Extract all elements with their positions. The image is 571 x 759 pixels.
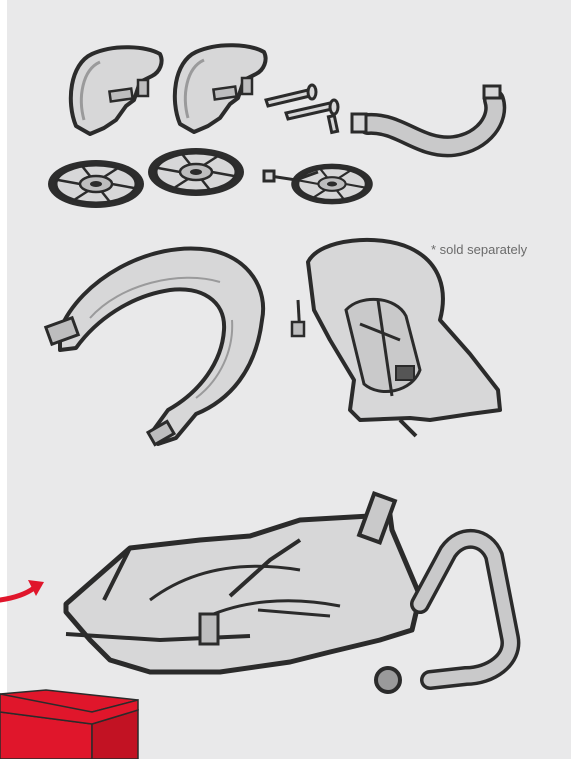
- wheel-2: [148, 148, 244, 196]
- fender-right: [175, 45, 266, 132]
- wheel-3: [291, 164, 373, 205]
- handlebar-piece: [352, 86, 500, 146]
- fender-left: [71, 47, 162, 134]
- folded-stroller-frame: [66, 494, 510, 692]
- direction-arrow-icon: [0, 580, 44, 600]
- canopy: [46, 248, 263, 444]
- shipping-box: [0, 690, 138, 759]
- sold-separately-note: * sold separately: [431, 242, 527, 257]
- wheel-1: [48, 160, 144, 208]
- axle-pins: [266, 85, 338, 132]
- seat-sold-separately: [292, 240, 500, 436]
